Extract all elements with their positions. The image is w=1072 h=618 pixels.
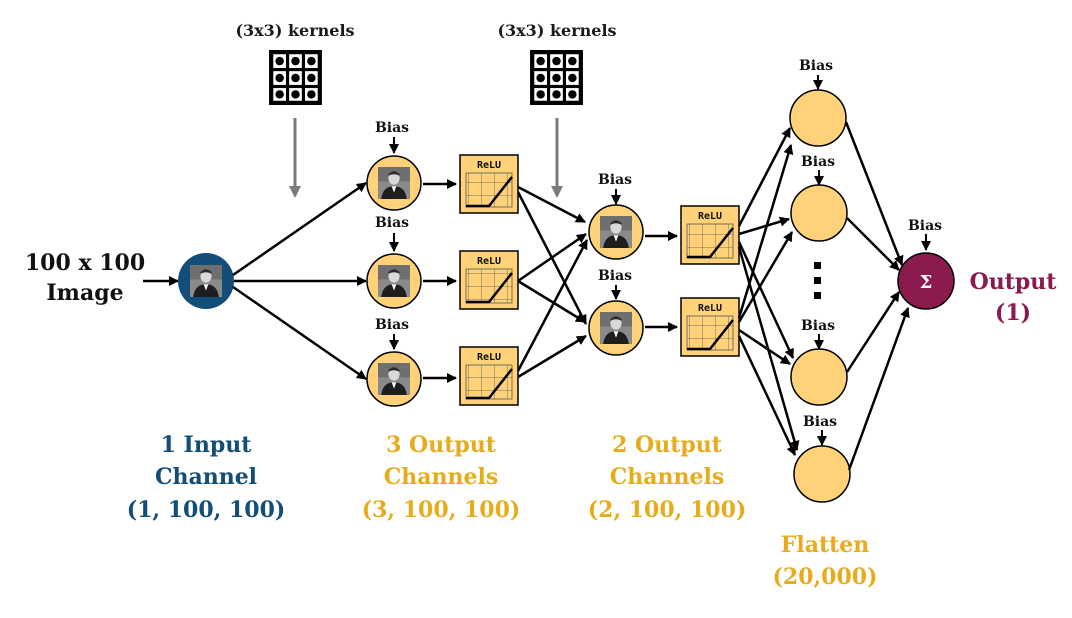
layer2-node-2: Bias [588,268,644,356]
bias-label: Bias [801,154,835,170]
layer1-node-3: Bias [366,317,422,407]
caption-layer2-line2: Channels [610,464,725,490]
caption-layer1-line1: 3 Output [386,432,497,458]
kernel-label-2: (3x3) kernels [497,21,616,40]
bias-label: Bias [803,414,837,430]
input-label-line1: 100 x 100 [25,250,145,276]
relu-box-3: ReLU [459,346,519,406]
caption-input-line2: Channel [155,464,257,490]
input-to-layer1-arrows [232,181,367,381]
relu-label: ReLU [477,352,501,363]
bias-label: Bias [799,58,833,74]
caption-layer2-line3: (2, 100, 100) [588,497,747,523]
caption-input-line3: (1, 100, 100) [127,497,286,523]
caption-layer2-line1: 2 Output [612,432,723,458]
ellipsis-dots [814,262,821,299]
bias-label: Bias [598,172,632,188]
layer2-to-relu-arrows [645,231,678,332]
relu-label: ReLU [698,211,722,222]
sum-node: Bias Σ [897,218,955,310]
relu2-to-flatten-arrows [737,127,800,456]
layer1-to-relu-arrows [423,179,457,383]
caption-input-line1: 1 Input [161,432,253,458]
input-label-line2: Image [46,280,123,306]
bias-label: Bias [375,120,409,136]
layer2-node-1: Bias [588,172,644,260]
flatten-node-2: Bias [790,154,848,242]
relu-box-1: ReLU [459,154,519,214]
bias-label: Bias [375,215,409,231]
flatten-node-1: Bias [789,58,847,147]
kernel-grid-icon-1 [269,50,322,105]
layer1-node-1: Bias [366,120,422,211]
relu1-to-layer2-arrows [516,185,589,379]
flatten-to-sum-arrows [844,121,910,471]
caption-flatten-line1: Flatten [781,532,870,558]
kernel-grid-icon-2 [530,50,583,105]
output-label-line2: (1) [995,300,1031,326]
bias-label: Bias [598,268,632,284]
flatten-node-4: Bias [793,414,851,503]
bias-label: Bias [801,318,835,334]
layer1-node-2: Bias [366,215,422,309]
output-label-line1: Output [970,269,1058,295]
input-node [178,253,234,309]
relu-box-2: ReLU [459,250,519,310]
relu-box-4: ReLU [680,205,740,265]
sigma-icon: Σ [920,272,933,293]
kernel-label-1: (3x3) kernels [235,21,354,40]
relu-label: ReLU [477,256,501,267]
caption-flatten-line2: (20,000) [772,564,877,590]
relu-label: ReLU [698,303,722,314]
relu-box-5: ReLU [680,297,740,357]
caption-layer1-line2: Channels [384,464,499,490]
bias-label: Bias [375,317,409,333]
caption-layer1-line3: (3, 100, 100) [362,497,521,523]
flatten-node-3: Bias [790,318,848,406]
relu-label: ReLU [477,160,501,171]
bias-label: Bias [908,218,942,234]
